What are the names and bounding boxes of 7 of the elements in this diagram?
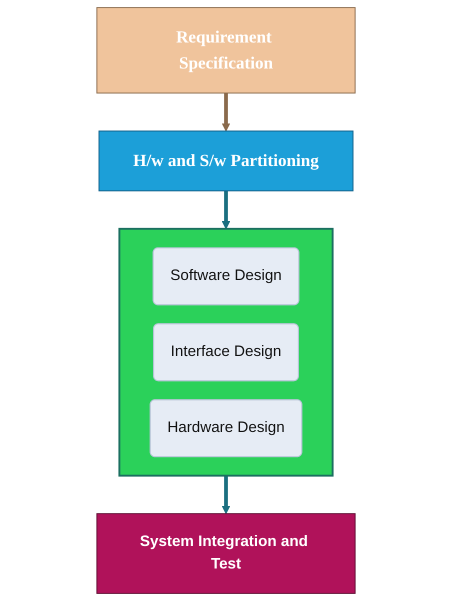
arrow — [222, 476, 230, 514]
node-box: H/w and S/w Partitioning — [98, 130, 354, 192]
node-box: System Integration and Test — [96, 513, 356, 594]
node-box: Requirement Specification — [96, 7, 356, 94]
cluster — [118, 228, 334, 477]
arrow — [222, 190, 230, 230]
arrow — [222, 93, 230, 132]
